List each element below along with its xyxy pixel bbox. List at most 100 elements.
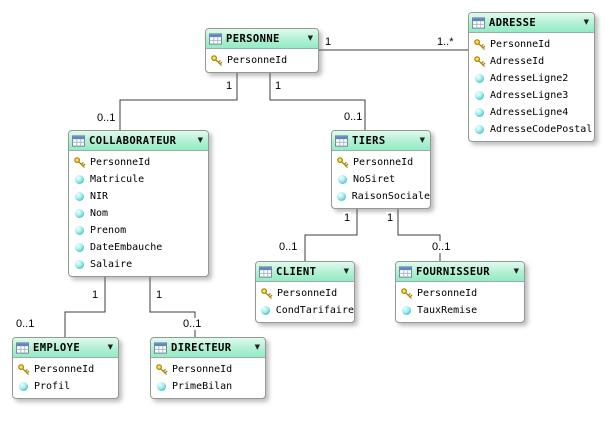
chevron-down-icon[interactable]: ▼: [513, 267, 519, 275]
multiplicity-label: 1: [225, 80, 234, 92]
relationship-line[interactable]: [304, 202, 358, 268]
table-title: COLLABORATEUR: [89, 134, 177, 147]
column-name: AdresseCodePostal: [490, 124, 593, 135]
column-icon: [73, 175, 86, 184]
chevron-down-icon[interactable]: ▼: [197, 136, 203, 144]
chevron-down-icon[interactable]: ▼: [107, 343, 113, 351]
table-header[interactable]: CLIENT ▼: [256, 262, 354, 282]
column-name: RaisonSociale: [351, 191, 430, 202]
column-name: Nom: [90, 208, 109, 219]
column-row[interactable]: Prenom: [69, 222, 208, 239]
table-title: CLIENT: [276, 265, 317, 278]
column-name: PersonneId: [277, 288, 338, 299]
table-icon: [399, 265, 412, 278]
multiplicity-label: 1: [343, 212, 352, 224]
column-icon: [260, 306, 272, 315]
table-collaborateur[interactable]: COLLABORATEUR ▼ PersonneId Matricule NIR…: [68, 130, 209, 277]
table-header[interactable]: ADRESSE ▼: [469, 13, 594, 33]
table-title: ADRESSE: [489, 16, 537, 29]
chevron-down-icon[interactable]: ▼: [343, 267, 349, 275]
column-name: PersonneId: [417, 288, 478, 299]
column-list: PersonneId: [206, 49, 318, 72]
column-name: NoSiret: [353, 174, 396, 185]
table-employe[interactable]: EMPLOYE ▼ PersonneId Profil: [12, 337, 119, 399]
table-icon: [72, 134, 85, 147]
column-icon: [473, 74, 486, 83]
multiplicity-label: 1: [324, 36, 333, 48]
table-personne[interactable]: PERSONNE ▼ PersonneId: [205, 28, 319, 73]
table-icon: [209, 32, 222, 45]
chevron-down-icon[interactable]: ▼: [254, 343, 260, 351]
key-icon: [400, 287, 413, 300]
column-name: PersonneId: [490, 39, 551, 50]
column-row[interactable]: TauxRemise: [396, 302, 524, 319]
column-icon: [155, 382, 168, 391]
table-adresse[interactable]: ADRESSE ▼ PersonneId AdresseId AdresseLi…: [468, 12, 595, 142]
column-row[interactable]: AdresseLigne3: [469, 87, 594, 104]
table-icon: [335, 134, 348, 147]
column-row[interactable]: AdresseId: [469, 53, 594, 70]
table-header[interactable]: DIRECTEUR ▼: [151, 338, 265, 358]
relationship-line[interactable]: [149, 270, 196, 344]
table-fournisseur[interactable]: FOURNISSEUR ▼ PersonneId TauxRemise: [395, 261, 525, 323]
table-icon: [16, 341, 29, 354]
column-row[interactable]: PersonneId: [69, 154, 208, 171]
column-row[interactable]: PersonneId: [469, 36, 594, 53]
relationship-line[interactable]: [269, 70, 366, 140]
column-row[interactable]: Profil: [13, 378, 118, 395]
column-row[interactable]: RaisonSociale: [332, 188, 430, 205]
table-directeur[interactable]: DIRECTEUR ▼ PersonneId PrimeBilan: [150, 337, 266, 399]
column-row[interactable]: AdresseLigne2: [469, 70, 594, 87]
column-row[interactable]: PersonneId: [256, 285, 354, 302]
column-row[interactable]: DateEmbauche: [69, 239, 208, 256]
multiplicity-label: 1: [386, 212, 395, 224]
column-row[interactable]: PersonneId: [396, 285, 524, 302]
column-name: Prenom: [90, 225, 127, 236]
table-icon: [259, 265, 272, 278]
column-name: Salaire: [90, 259, 133, 270]
column-row[interactable]: AdresseCodePostal: [469, 121, 594, 138]
relationship-line[interactable]: [119, 70, 238, 140]
key-icon: [73, 156, 86, 169]
table-title: FOURNISSEUR: [416, 265, 490, 278]
key-icon: [260, 287, 273, 300]
table-header[interactable]: FOURNISSEUR ▼: [396, 262, 524, 282]
table-tiers[interactable]: TIERS ▼ PersonneId NoSiret RaisonSociale: [331, 130, 431, 209]
table-header[interactable]: TIERS ▼: [332, 131, 430, 151]
multiplicity-label: 0..1: [431, 241, 452, 253]
key-icon: [336, 156, 349, 169]
column-row[interactable]: PersonneId: [151, 361, 265, 378]
column-row[interactable]: Salaire: [69, 256, 208, 273]
column-row[interactable]: NIR: [69, 188, 208, 205]
column-name: NIR: [90, 191, 109, 202]
table-title: EMPLOYE: [33, 341, 81, 354]
table-icon: [472, 16, 485, 29]
multiplicity-label: 1: [274, 80, 283, 92]
column-row[interactable]: PersonneId: [13, 361, 118, 378]
chevron-down-icon[interactable]: ▼: [307, 34, 313, 42]
relationship-line[interactable]: [397, 202, 441, 268]
relationship-line[interactable]: [64, 270, 106, 344]
chevron-down-icon[interactable]: ▼: [419, 136, 425, 144]
chevron-down-icon[interactable]: ▼: [583, 18, 589, 26]
key-icon: [17, 363, 30, 376]
table-header[interactable]: PERSONNE ▼: [206, 29, 318, 49]
column-row[interactable]: CondTarifaire: [256, 302, 354, 319]
column-name: CondTarifaire: [275, 305, 354, 316]
table-client[interactable]: CLIENT ▼ PersonneId CondTarifaire: [255, 261, 355, 323]
column-row[interactable]: PersonneId: [206, 52, 318, 69]
column-row[interactable]: PrimeBilan: [151, 378, 265, 395]
column-row[interactable]: AdresseLigne4: [469, 104, 594, 121]
column-icon: [400, 306, 413, 315]
column-row[interactable]: Nom: [69, 205, 208, 222]
column-row[interactable]: PersonneId: [332, 154, 430, 171]
column-name: PersonneId: [353, 157, 414, 168]
table-header[interactable]: EMPLOYE ▼: [13, 338, 118, 358]
column-icon: [73, 192, 86, 201]
column-list: PersonneId PrimeBilan: [151, 358, 265, 398]
column-row[interactable]: Matricule: [69, 171, 208, 188]
table-header[interactable]: COLLABORATEUR ▼: [69, 131, 208, 151]
column-row[interactable]: NoSiret: [332, 171, 430, 188]
column-icon: [73, 243, 86, 252]
